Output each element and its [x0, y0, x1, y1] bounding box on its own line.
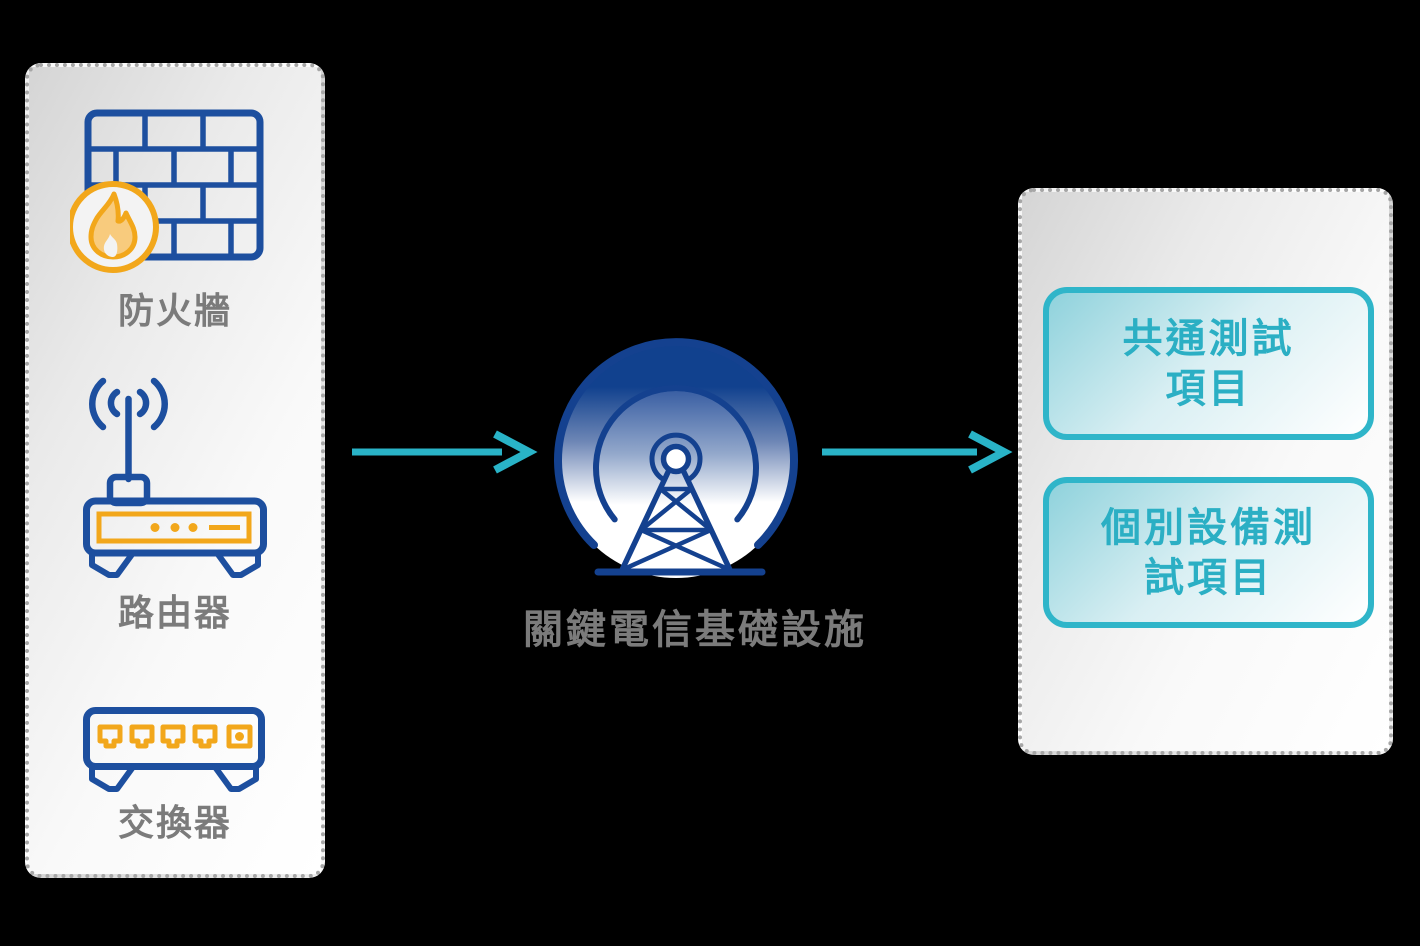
router-front-panel [96, 511, 252, 544]
flame-icon [70, 181, 159, 273]
critical-telecom-infrastructure-label: 關鍵電信基礎設施 [523, 607, 867, 653]
arrow-center-to-right-icon [822, 430, 1013, 474]
router-label: 路由器 [117, 593, 232, 634]
switch-icon [83, 707, 265, 792]
firewall-icon [70, 109, 264, 273]
common-test-items-box: 共通測試 項目 [1043, 287, 1374, 440]
individual-device-test-items-line2: 試項目 [1144, 554, 1273, 601]
common-test-items-line1: 共通測試 [1122, 315, 1295, 362]
individual-device-test-items-line1: 個別設備測 [1101, 504, 1316, 551]
network-devices-panel: 防火牆 路由器 [25, 63, 325, 878]
router-icon [83, 377, 267, 578]
individual-device-test-items-box: 個別設備測 試項目 [1043, 477, 1374, 628]
arrow-left-to-center-icon [352, 430, 538, 474]
switch-label: 交換器 [117, 803, 232, 844]
telecom-tower-icon [554, 338, 798, 578]
test-items-panel: 共通測試 項目 個別設備測 試項目 [1018, 188, 1393, 755]
firewall-label: 防火牆 [117, 291, 232, 332]
tower-lattice [594, 467, 766, 576]
common-test-items-line2: 項目 [1165, 365, 1252, 412]
ethernet-ports [97, 724, 253, 749]
